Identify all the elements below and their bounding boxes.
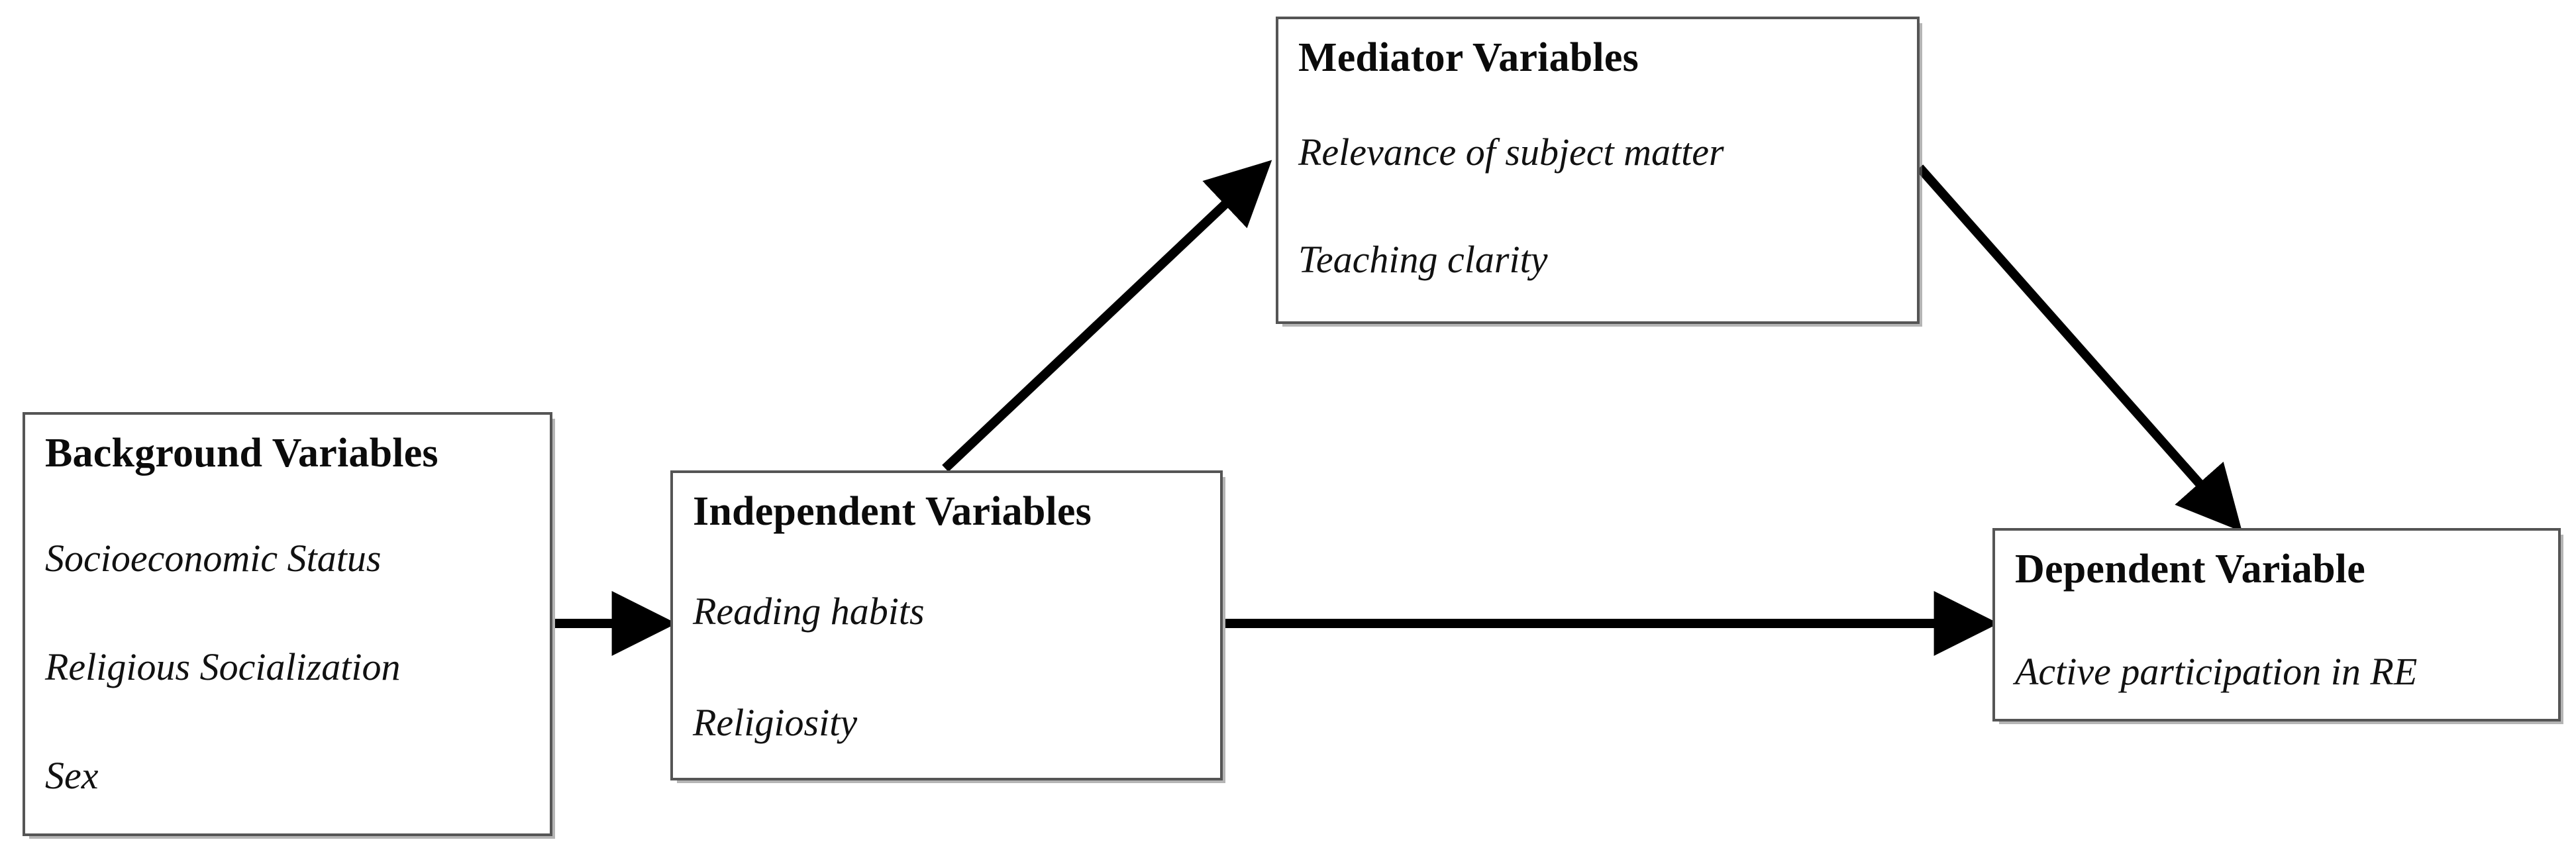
node-background-item-religious-socialization: Religious Socialization [45, 645, 401, 689]
node-background-item-socioeconomic-status: Socioeconomic Status [45, 537, 382, 580]
node-dependent-item-active-participation-in-re: Active participation in RE [2015, 650, 2418, 694]
node-dependent-title: Dependent Variable [2015, 547, 2365, 592]
node-independent-item-reading-habits: Reading habits [693, 590, 925, 633]
node-independent-item-religiosity: Religiosity [693, 701, 858, 745]
arrow-mediator-to-dependent [1916, 164, 2242, 532]
node-mediator-title: Mediator Variables [1298, 35, 1639, 80]
node-mediator-item-relevance-of-subject-matter: Relevance of subject matter [1298, 131, 1724, 174]
node-background-variables[interactable]: Background Variables Socioeconomic Statu… [23, 412, 552, 836]
node-dependent-variable[interactable]: Dependent Variable Active participation … [1992, 528, 2561, 721]
node-independent-title: Independent Variables [693, 489, 1092, 534]
node-dependent-items: Active participation in RE [2015, 591, 2538, 704]
node-background-title: Background Variables [45, 431, 438, 476]
node-mediator-item-teaching-clarity: Teaching clarity [1298, 238, 1548, 282]
node-mediator-variables[interactable]: Mediator Variables Relevance of subject … [1276, 17, 1920, 324]
arrow-independent-to-mediator [942, 160, 1272, 472]
node-independent-variables[interactable]: Independent Variables Reading habits Rel… [670, 470, 1223, 780]
node-background-items: Socioeconomic Status Religious Socializa… [45, 475, 530, 819]
node-independent-items: Reading habits Religiosity [693, 533, 1200, 763]
node-background-item-sex: Sex [45, 754, 99, 798]
node-mediator-items: Relevance of subject matter Teaching cla… [1298, 80, 1897, 307]
